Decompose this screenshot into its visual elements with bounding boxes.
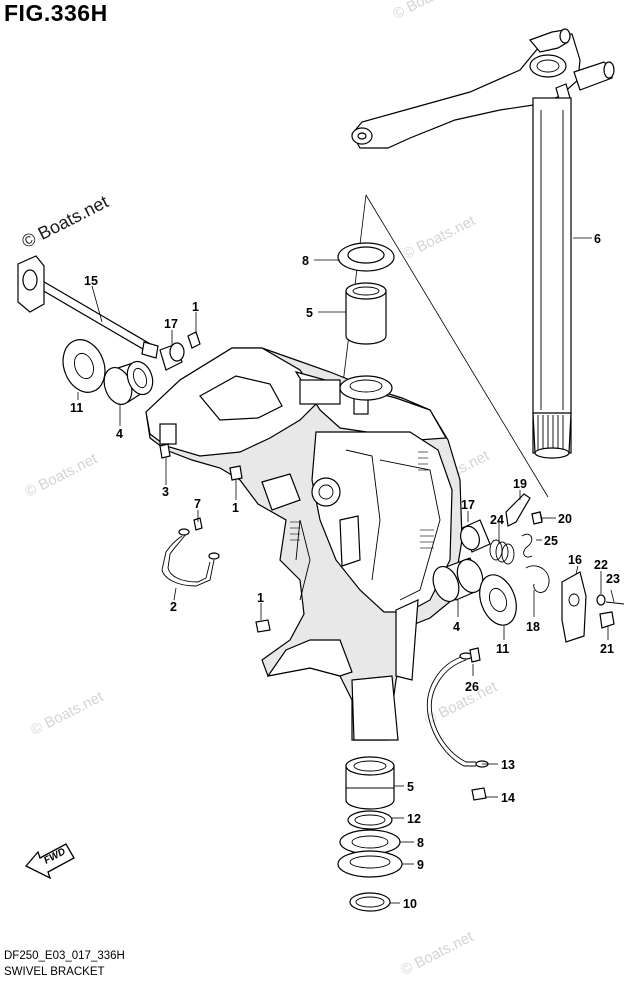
right-washer — [479, 574, 517, 626]
bolt-1-left — [255, 619, 271, 633]
lower-bushing — [345, 756, 395, 810]
ground-wire-13 — [426, 647, 489, 768]
lower-ring-12 — [347, 810, 393, 830]
callout-25: 25 — [544, 534, 558, 548]
swivel-bracket-body — [145, 347, 463, 741]
callout-3: 3 — [162, 485, 169, 499]
callout-17: 17 — [461, 498, 475, 512]
figure-name: SWIVEL BRACKET — [4, 966, 105, 978]
callout-5: 5 — [407, 780, 414, 794]
callout-10: 10 — [403, 897, 417, 911]
bush-17-right — [459, 519, 491, 553]
upper-bushing — [345, 282, 387, 345]
alignment-line — [365, 194, 549, 498]
upper-washer — [337, 242, 395, 272]
callout-11: 11 — [70, 401, 83, 415]
hook-18 — [525, 565, 550, 593]
callout-8: 8 — [417, 836, 424, 850]
callouts: 6 8 5 15 1 17 11 4 3 7 1 2 1 19 17 20 24… — [70, 232, 620, 911]
callout-2: 2 — [170, 600, 177, 614]
callout-1: 1 — [257, 591, 264, 605]
callout-23: 23 — [606, 572, 620, 586]
grease-nipple-upper — [159, 331, 201, 371]
callout-17: 17 — [164, 317, 178, 331]
callout-26: 26 — [465, 680, 479, 694]
callout-15: 15 — [84, 274, 98, 288]
bolt-3 — [159, 443, 171, 459]
small-parts-22-23-21 — [596, 594, 625, 629]
bolt-1-mid — [229, 465, 243, 481]
ground-wire-2 — [161, 517, 220, 587]
left-bushing — [103, 360, 154, 405]
lower-seal-9 — [337, 850, 403, 878]
fwd-arrow: FWD — [24, 843, 75, 880]
callout-8: 8 — [302, 254, 309, 268]
left-washer — [62, 339, 106, 393]
callout-1: 1 — [232, 501, 239, 515]
pivot-pin — [17, 255, 159, 359]
steering-shaft — [532, 97, 572, 459]
spring-24 — [489, 539, 515, 565]
callout-16: 16 — [568, 553, 582, 567]
callout-12: 12 — [407, 812, 421, 826]
callout-22: 22 — [594, 558, 608, 572]
figure-code: DF250_E03_017_336H — [4, 950, 125, 962]
callout-13: 13 — [501, 758, 515, 772]
callout-6: 6 — [594, 232, 601, 246]
bolt-20 — [531, 511, 543, 525]
bolt-14 — [471, 787, 487, 801]
callout-9: 9 — [417, 858, 424, 872]
callout-18: 18 — [526, 620, 540, 634]
callout-1: 1 — [192, 300, 199, 314]
leader-lines — [77, 237, 615, 904]
callout-14: 14 — [501, 791, 515, 805]
steering-arm — [351, 28, 615, 149]
callout-24: 24 — [490, 513, 504, 527]
callout-11: 11 — [496, 642, 509, 656]
callout-20: 20 — [558, 512, 572, 526]
callout-5: 5 — [306, 306, 313, 320]
clip-25 — [521, 533, 533, 558]
callout-7: 7 — [194, 497, 201, 511]
callout-4: 4 — [116, 427, 123, 441]
figure-title: FIG.336H — [4, 0, 108, 26]
tilt-lock-plate-16 — [561, 571, 587, 643]
callout-19: 19 — [513, 477, 527, 491]
circlip-10 — [349, 892, 391, 912]
right-bushing — [432, 557, 485, 603]
callout-4: 4 — [453, 620, 460, 634]
callout-21: 21 — [600, 642, 614, 656]
